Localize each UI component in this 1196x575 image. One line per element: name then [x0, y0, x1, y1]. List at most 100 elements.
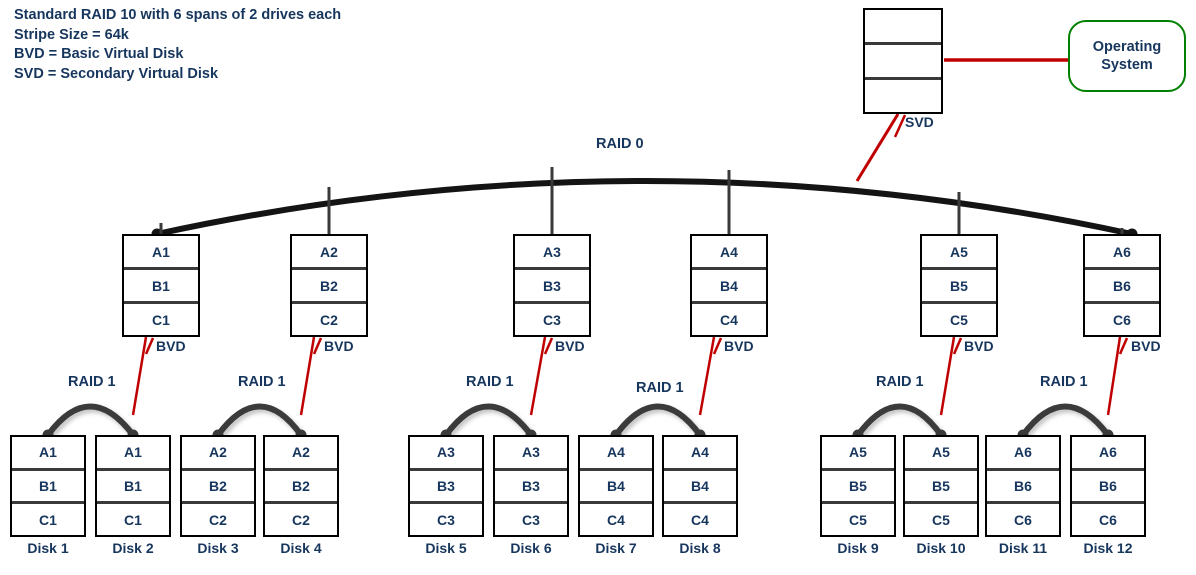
disk-12-cell-c: C6	[1072, 501, 1144, 535]
bvd-5-cell-b: B5	[922, 267, 996, 301]
disk-box-6[interactable]: A3 B3 C3	[493, 435, 569, 537]
disk-box-10[interactable]: A5 B5 C5	[903, 435, 979, 537]
bvd-5-label: BVD	[964, 338, 994, 354]
bvd-1-to-raid1-link	[131, 336, 148, 416]
disk-11-cell-c: C6	[987, 501, 1059, 535]
raid1-arc-5	[855, 403, 944, 438]
bvd-1-cell-c: C1	[124, 301, 198, 335]
bvd-3-to-raid1-link	[529, 336, 547, 416]
bvd-6-cell-c: C6	[1085, 301, 1159, 335]
bvd-4-label: BVD	[724, 338, 754, 354]
bvd-3-cell-c: C3	[515, 301, 589, 335]
disk-12-cell-a: A6	[1099, 444, 1117, 461]
svd-tick	[893, 114, 907, 138]
bvd-3-label: BVD	[555, 338, 585, 354]
disk-7-label: Disk 7	[595, 540, 637, 556]
operating-system-label-line2: System	[1101, 57, 1153, 73]
operating-system-label-line1: Operating	[1092, 39, 1162, 55]
bvd-4-to-raid1-link	[698, 336, 716, 416]
disk-box-8[interactable]: A4 B4 C4	[662, 435, 738, 537]
bvd-box-6[interactable]: A6 B6 C6	[1083, 234, 1161, 337]
disk-box-2[interactable]: A1 B1 C1	[95, 435, 171, 537]
disk-box-4[interactable]: A2 B2 C2	[263, 435, 339, 537]
disk-box-3[interactable]: A2 B2 C2	[180, 435, 256, 537]
disk-box-1[interactable]: A1 B1 C1	[10, 435, 86, 537]
disk-11-cell-b: B6	[987, 467, 1059, 502]
operating-system-box[interactable]: Operating System	[1068, 20, 1186, 92]
disk-4-label: Disk 4	[280, 540, 322, 556]
disk-3-label: Disk 3	[197, 540, 239, 556]
raid1-label-2: RAID 1	[238, 374, 286, 390]
bvd-box-4[interactable]: A4 B4 C4	[690, 234, 768, 337]
bvd-box-1[interactable]: A1 B1 C1	[122, 234, 200, 337]
disk-4-cell-b: B2	[265, 467, 337, 502]
disk-1-cell-c: C1	[12, 501, 84, 535]
disk-5-cell-c: C3	[410, 501, 482, 535]
disk-3-cell-c: C2	[182, 501, 254, 535]
bvd-6-to-raid1-link	[1106, 336, 1122, 416]
disk-10-cell-c: C5	[905, 501, 977, 535]
disk-4-cell-c: C2	[265, 501, 337, 535]
svd-box[interactable]	[863, 8, 943, 114]
bvd-4-cell-b: B4	[692, 267, 766, 301]
raid1-label-4: RAID 1	[636, 380, 684, 396]
raid1-arc-6	[1020, 403, 1111, 438]
raid0-arc	[154, 178, 1135, 237]
bvd-6-cell-a: A6	[1113, 243, 1131, 260]
bvd-5-tick	[952, 337, 963, 355]
disk-3-cell-a: A2	[209, 444, 227, 461]
disk-2-cell-b: B1	[97, 467, 169, 502]
disk-box-12[interactable]: A6 B6 C6	[1070, 435, 1146, 537]
bvd-4-tick	[712, 337, 723, 355]
bvd-1-cell-a: A1	[152, 243, 170, 260]
bvd-box-2[interactable]: A2 B2 C2	[290, 234, 368, 337]
disk-6-cell-a: A3	[522, 444, 540, 461]
bvd-box-3[interactable]: A3 B3 C3	[513, 234, 591, 337]
bvd-2-cell-a: A2	[320, 243, 338, 260]
bvd-3-cell-a: A3	[543, 243, 561, 260]
bvd-6-label: BVD	[1131, 338, 1161, 354]
bvd-2-to-raid1-link	[299, 336, 316, 416]
bvd-1-tick	[144, 337, 155, 355]
disk-10-label: Disk 10	[916, 540, 966, 556]
operating-system-label: Operating System	[1093, 38, 1161, 74]
disk-12-cell-b: B6	[1072, 467, 1144, 502]
legend: Standard RAID 10 with 6 spans of 2 drive…	[14, 6, 341, 84]
disk-3-cell-b: B2	[182, 467, 254, 502]
disk-box-11[interactable]: A6 B6 C6	[985, 435, 1061, 537]
raid1-arc-2	[215, 403, 304, 438]
disk-5-label: Disk 5	[425, 540, 467, 556]
legend-line-1: Standard RAID 10 with 6 spans of 2 drive…	[14, 7, 342, 23]
svd-cell-3	[865, 77, 941, 112]
disk-9-cell-b: B5	[822, 467, 894, 502]
bvd-5-cell-c: C5	[922, 301, 996, 335]
disk-4-cell-a: A2	[292, 444, 310, 461]
legend-line-2: Stripe Size = 64k	[14, 26, 129, 43]
disk-box-9[interactable]: A5 B5 C5	[820, 435, 896, 537]
bvd-1-cell-b: B1	[124, 267, 198, 301]
disk-2-cell-a: A1	[124, 444, 142, 461]
disk-8-cell-b: B4	[664, 467, 736, 502]
bvd-4-cell-a: A4	[720, 243, 738, 260]
svd-cell-1	[865, 10, 941, 42]
bvd-4-cell-c: C4	[692, 301, 766, 335]
bvd-2-cell-b: B2	[292, 267, 366, 301]
disk-box-5[interactable]: A3 B3 C3	[408, 435, 484, 537]
disk-8-cell-c: C4	[664, 501, 736, 535]
bvd-2-cell-c: C2	[292, 301, 366, 335]
svd-label: SVD	[905, 114, 934, 130]
svd-cell-2	[865, 42, 941, 77]
disk-5-cell-b: B3	[410, 467, 482, 502]
disk-9-cell-a: A5	[849, 444, 867, 461]
raid1-label-6: RAID 1	[1040, 374, 1088, 390]
legend-line-4: SVD = Secondary Virtual Disk	[14, 65, 219, 82]
disk-2-label: Disk 2	[112, 540, 154, 556]
disk-1-label: Disk 1	[27, 540, 69, 556]
disk-box-7[interactable]: A4 B4 C4	[578, 435, 654, 537]
disk-1-cell-a: A1	[39, 444, 57, 461]
disk-12-label: Disk 12	[1083, 540, 1133, 556]
disk-7-cell-c: C4	[580, 501, 652, 535]
bvd-box-5[interactable]: A5 B5 C5	[920, 234, 998, 337]
bvd-2-label: BVD	[324, 338, 354, 354]
